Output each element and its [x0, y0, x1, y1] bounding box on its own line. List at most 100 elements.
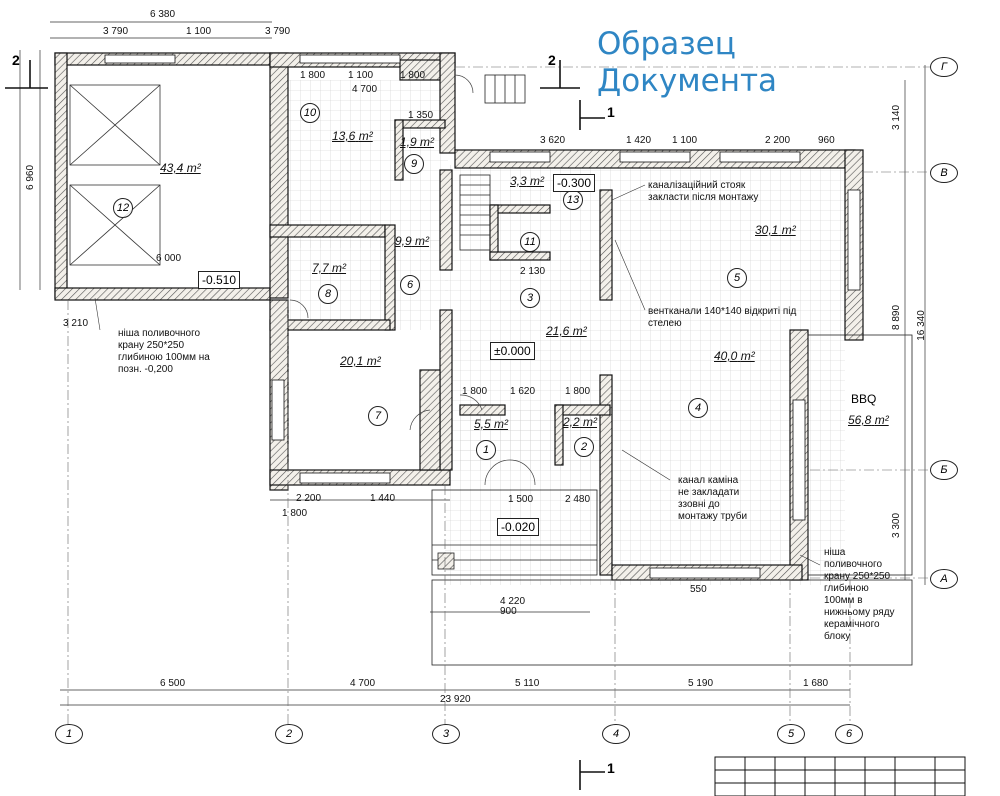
note-stoiak: каналізаційний стояк закласти після монт…	[648, 180, 759, 203]
dim-bottom-total: 23 920	[440, 694, 471, 705]
elevation-mark: -0.020	[497, 518, 540, 536]
room-number: 12	[113, 198, 133, 218]
dim-bottom: 5 110	[515, 678, 540, 689]
grid-axes	[67, 66, 935, 725]
section-cut-label: 1	[607, 104, 615, 120]
dim-text: 1 420	[626, 135, 652, 146]
dim-right: 3 140	[891, 104, 903, 131]
dim-text: 960	[818, 135, 835, 146]
dim-text: 1 800	[400, 70, 426, 81]
room-area: 2,2 m²	[563, 415, 598, 429]
dim-text: 4 220	[500, 596, 526, 607]
dim-text: 2 200	[296, 493, 322, 504]
room-area: 21,6 m²	[546, 324, 587, 338]
room-area: 1,9 m²	[400, 135, 435, 149]
room-number: 4	[688, 398, 708, 418]
elevation-mark: -0.510	[198, 271, 241, 289]
note-kanal-kamina: канал каміна не закладати ззовні до монт…	[678, 475, 748, 522]
axis-bubble: 6	[835, 724, 863, 744]
room-area: 40,0 m²	[714, 349, 755, 363]
dim-text: 900	[500, 606, 517, 617]
dim-text: 1 100	[672, 135, 698, 146]
room-number: 3	[520, 288, 540, 308]
dim-text: 1 800	[300, 70, 326, 81]
room-number: 6	[400, 275, 420, 295]
bbq-area: 56,8 m²	[848, 413, 889, 427]
room-area: 9,9 m²	[395, 234, 430, 248]
dim-text: 3 210	[63, 318, 89, 329]
section-cut-markers	[5, 60, 605, 790]
note-nisha-1: ніша поливочного крану 250*250 глибиною …	[118, 328, 210, 375]
room-number: 9	[404, 154, 424, 174]
elevation-mark: -0.300	[553, 174, 596, 192]
dim-right: 3 300	[891, 512, 903, 539]
dim-bottom: 5 190	[688, 678, 714, 689]
watermark-line2: Документа	[597, 63, 778, 99]
note-ventkanaly: вентканали 140*140 відкриті під стелею	[648, 306, 797, 329]
dim-text: 2 200	[765, 135, 791, 146]
watermark: Образец Документа	[597, 26, 777, 100]
walls	[54, 52, 864, 581]
dim-top: 3 790	[103, 26, 129, 37]
dimension-lines	[19, 21, 926, 706]
garage-gates	[69, 84, 161, 266]
dim-right-total: 16 340	[915, 310, 927, 341]
dim-bottom: 4 700	[350, 678, 376, 689]
room-area: 5,5 m²	[474, 417, 509, 431]
windows	[104, 54, 861, 579]
dim-text: 1 100	[348, 70, 374, 81]
note-nisha-2: ніша поливочного крану 250*250 глибиною …	[824, 547, 895, 642]
axis-bubble: В	[930, 163, 958, 183]
tiled-floor	[288, 80, 845, 585]
section-cut-label: 2	[548, 52, 556, 68]
porch-steps	[431, 334, 913, 666]
axis-bubble: Г	[930, 57, 958, 77]
dim-top: 3 790	[265, 26, 291, 37]
dim-bottom: 1 680	[803, 678, 829, 689]
dim-left: 6 960	[25, 164, 37, 191]
bbq-label: BBQ	[851, 392, 877, 406]
dim-text: 550	[690, 584, 707, 595]
room-area: 43,4 m²	[160, 161, 201, 175]
dim-top: 1 100	[186, 26, 212, 37]
dim-text: 1 800	[565, 386, 591, 397]
room-area: 3,3 m²	[510, 174, 545, 188]
staircase	[459, 74, 526, 251]
section-cut-label: 2	[12, 52, 20, 68]
room-number: 11	[520, 232, 540, 252]
room-number: 5	[727, 268, 747, 288]
leader-lines	[94, 184, 821, 566]
room-number: 7	[368, 406, 388, 426]
room-area: 30,1 m²	[755, 223, 796, 237]
room-number: 2	[574, 437, 594, 457]
dim-text: 1 800	[282, 508, 308, 519]
axis-bubble: 5	[777, 724, 805, 744]
axis-bubble: Б	[930, 460, 958, 480]
dim-text: 3 620	[540, 135, 566, 146]
dim-text: 1 350	[408, 110, 434, 121]
room-area: 7,7 m²	[312, 261, 347, 275]
elevation-mark: ±0.000	[490, 342, 535, 360]
dim-text: 6 000	[156, 253, 182, 264]
dim-bottom: 6 500	[160, 678, 186, 689]
axis-bubble: 2	[275, 724, 303, 744]
room-area: 20,1 m²	[340, 354, 381, 368]
dim-right: 8 890	[891, 304, 903, 331]
dim-text: 1 440	[370, 493, 396, 504]
dim-text: 1 620	[510, 386, 536, 397]
room-area: 13,6 m²	[332, 129, 373, 143]
watermark-line1: Образец	[597, 26, 736, 62]
axis-bubble: 3	[432, 724, 460, 744]
room-number: 1	[476, 440, 496, 460]
dim-text: 4 700	[352, 84, 378, 95]
dim-top-total: 6 380	[150, 9, 176, 20]
dim-text: 1 800	[462, 386, 488, 397]
section-cut-label: 1	[607, 760, 615, 776]
dim-text: 1 500	[508, 494, 534, 505]
dim-text: 2 130	[520, 266, 546, 277]
axis-bubble: 4	[602, 724, 630, 744]
door-swings	[289, 74, 536, 486]
axis-bubble: 1	[55, 724, 83, 744]
